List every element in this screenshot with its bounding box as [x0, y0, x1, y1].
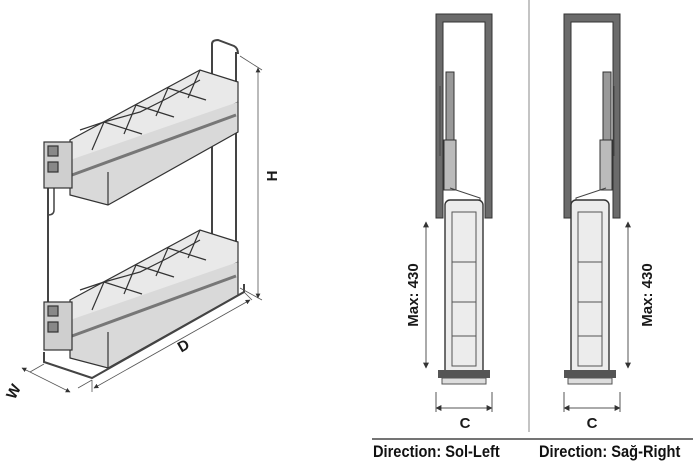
- upper-basket: [43, 69, 239, 206]
- side-view-left: [423, 13, 493, 412]
- pullout-basket-perspective: [43, 38, 245, 380]
- width-label: W: [3, 381, 25, 402]
- side-view-right: [563, 13, 631, 412]
- right-extension-label: Max: 430: [639, 263, 656, 326]
- left-cabinet-label: C: [460, 415, 471, 432]
- direction-left-caption: Direction: Sol-Left: [373, 442, 500, 461]
- depth-label: D: [175, 336, 193, 356]
- height-label: H: [264, 171, 281, 182]
- direction-right-caption: Direction: Sağ-Right: [539, 442, 681, 461]
- right-cabinet-label: C: [587, 415, 598, 432]
- left-extension-label: Max: 430: [405, 263, 422, 326]
- perspective-dimensions: [21, 55, 263, 393]
- lower-basket: [43, 229, 239, 369]
